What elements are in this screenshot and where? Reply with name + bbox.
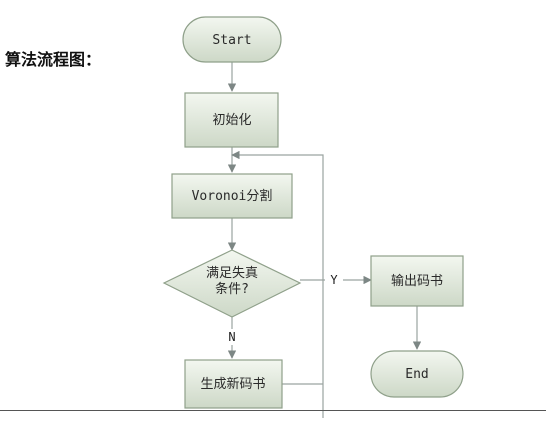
page-title: 算法流程图： xyxy=(5,50,102,69)
start-label: Start xyxy=(212,33,251,48)
decision-label-line2: 条件? xyxy=(215,281,249,297)
bottom-divider xyxy=(0,410,546,411)
end-node: End xyxy=(370,350,464,398)
init-label: 初始化 xyxy=(212,113,251,128)
end-label: End xyxy=(405,367,428,382)
edge-label-no: N xyxy=(228,330,235,344)
new-codebook-node: 生成新码书 xyxy=(184,359,283,409)
output-node: 输出码书 xyxy=(370,255,464,307)
decision-node: 满足失真 条件? xyxy=(162,249,302,318)
edge-loop-back xyxy=(231,150,324,418)
init-node: 初始化 xyxy=(184,92,279,148)
output-label: 输出码书 xyxy=(391,273,443,289)
voronoi-node: Voronoi分割 xyxy=(171,173,293,219)
edge-label-yes: Y xyxy=(330,273,338,287)
decision-label-line1: 满足失真 xyxy=(206,266,258,281)
voronoi-label: Voronoi分割 xyxy=(192,188,273,204)
start-node: Start xyxy=(182,16,282,63)
new-codebook-label: 生成新码书 xyxy=(200,376,265,392)
